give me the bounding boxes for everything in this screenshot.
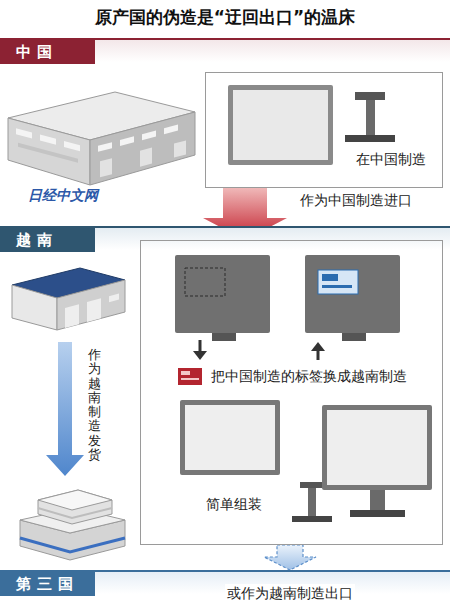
factory-building-part-part bbox=[100, 158, 112, 177]
label-sticker bbox=[178, 368, 202, 385]
monitor-back-part bbox=[212, 333, 236, 341]
region-band: 越南 bbox=[0, 226, 450, 250]
factory-building-part-part bbox=[40, 135, 56, 145]
monitor-back bbox=[175, 255, 270, 341]
region-name: 中国 bbox=[0, 40, 95, 64]
monitor-stand bbox=[345, 92, 395, 142]
warehouse bbox=[12, 268, 125, 330]
monitor-stand-part bbox=[300, 482, 324, 488]
relabel-arrows-part bbox=[311, 342, 325, 351]
flow-label: 作为中国制造进口 bbox=[298, 191, 414, 209]
relabel-arrows-part bbox=[193, 351, 207, 360]
store-building-part bbox=[38, 490, 112, 524]
monitor-back-part bbox=[322, 274, 338, 281]
monitor-back bbox=[305, 255, 400, 341]
store-building-part bbox=[38, 508, 112, 518]
factory-building-part-part bbox=[142, 130, 156, 140]
monitor-stand-part bbox=[345, 135, 395, 142]
factory-building-part-part bbox=[16, 128, 32, 138]
relabel-arrows-part bbox=[199, 340, 202, 352]
monitor-back-part bbox=[305, 255, 400, 333]
monitor-stand-part bbox=[355, 92, 385, 100]
monitor-part bbox=[327, 410, 427, 485]
factory-building-part bbox=[16, 128, 80, 163]
warehouse-part bbox=[57, 280, 125, 330]
region-name: 第三国 bbox=[0, 572, 95, 596]
flow-label: 或作为越南制造出口 bbox=[225, 584, 355, 602]
monitor-part bbox=[370, 490, 385, 510]
flow-arrow bbox=[264, 545, 316, 570]
process-box: 把中国制造的标签换成越南制造简单组装 bbox=[140, 240, 443, 545]
monitor bbox=[228, 85, 333, 165]
warehouse-part bbox=[12, 285, 57, 330]
box-text: 简单组装 bbox=[206, 495, 262, 513]
relabel-arrows bbox=[193, 340, 325, 360]
store-building bbox=[20, 490, 125, 560]
factory-building-part-part bbox=[174, 140, 186, 157]
monitor-part bbox=[185, 405, 275, 470]
store-building-part bbox=[20, 538, 125, 552]
warehouse-part-part bbox=[109, 294, 119, 303]
label-sticker-part bbox=[181, 378, 199, 380]
monitor bbox=[322, 405, 432, 517]
factory-building-part bbox=[8, 118, 90, 185]
monitor-back-part bbox=[185, 268, 225, 296]
watermark: 日经中文网 bbox=[28, 186, 98, 204]
monitor-stand-part bbox=[366, 100, 375, 136]
process-box: 在中国制造 bbox=[205, 72, 443, 188]
box-text: 把中国制造的标签换成越南制造 bbox=[211, 367, 407, 385]
factory-building-part-part bbox=[98, 142, 112, 152]
region-name: 越南 bbox=[0, 228, 95, 252]
monitor-stand-part bbox=[308, 488, 316, 516]
label-sticker-part bbox=[178, 368, 202, 385]
factory-building-part-part bbox=[64, 141, 80, 151]
title: 原产国的伪造是“迂回出口”的温床 bbox=[0, 6, 450, 28]
factory-building-part-part bbox=[120, 136, 134, 146]
relabel-arrows-part bbox=[317, 350, 320, 360]
factory-building-part bbox=[98, 122, 186, 177]
vertical-note: 作为越南制造发货 bbox=[88, 348, 101, 462]
factory-building-part-part bbox=[140, 147, 152, 166]
monitor-part bbox=[322, 405, 432, 490]
monitor-part bbox=[233, 90, 328, 160]
factory-building-part-part bbox=[18, 143, 78, 163]
monitor-part bbox=[350, 510, 405, 517]
monitor-back-part bbox=[342, 333, 366, 341]
factory-building-part-part bbox=[164, 125, 178, 135]
box-text: 在中国制造 bbox=[356, 150, 426, 168]
warehouse-part-part bbox=[87, 298, 101, 322]
factory-building bbox=[8, 92, 195, 185]
warehouse-part-part bbox=[65, 304, 79, 328]
warehouse-part bbox=[65, 294, 119, 328]
monitor-back-part bbox=[322, 285, 352, 288]
label-sticker-part bbox=[181, 371, 190, 375]
factory-building-part bbox=[90, 112, 195, 185]
monitor-back-part bbox=[318, 270, 358, 294]
monitor bbox=[180, 400, 280, 475]
store-building-part bbox=[38, 490, 112, 510]
monitor-back-part bbox=[175, 255, 270, 333]
monitor-part bbox=[180, 400, 280, 475]
shipping-arrow bbox=[46, 342, 84, 476]
monitor-stand-part bbox=[292, 516, 332, 522]
monitor-part bbox=[228, 85, 333, 165]
region-band: 中国 bbox=[0, 38, 450, 62]
